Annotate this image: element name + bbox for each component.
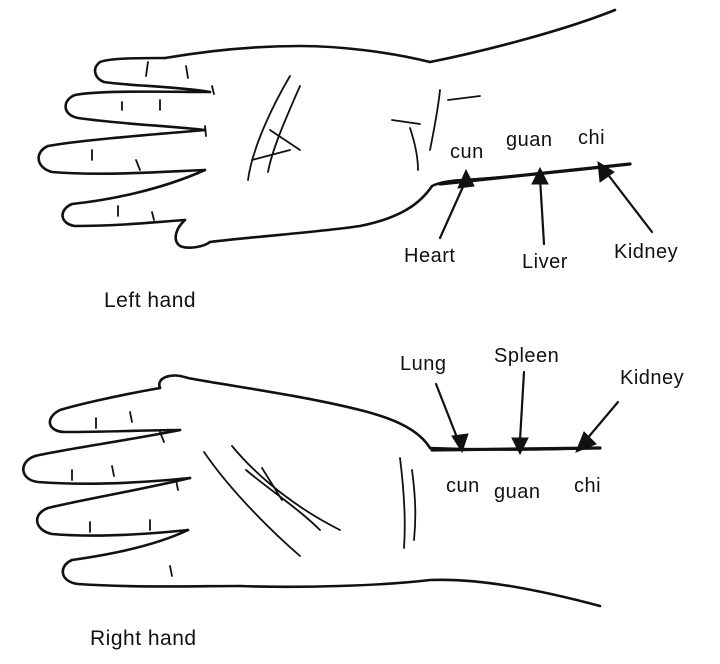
left-heart-label: Heart [404, 245, 456, 267]
right-middle-finger [22, 428, 192, 485]
left-index-finger [93, 56, 212, 94]
right-spleen-arrowhead [511, 437, 529, 456]
left-little-finger [61, 168, 207, 228]
right-lung-arrowhead [451, 433, 469, 454]
left-heart-pointer [438, 178, 468, 240]
left-crease-10 [151, 211, 155, 221]
left-kidney-pointer [604, 170, 654, 234]
left-tendon-2 [267, 85, 301, 173]
left-cun-label: cun [450, 141, 484, 163]
left-wrist-bone-1 [429, 89, 441, 151]
right-index-finger [48, 386, 182, 434]
right-palm-line-4 [261, 467, 283, 501]
right-kidney-label: Kidney [620, 367, 685, 389]
right-wrist-bone-1 [399, 457, 406, 549]
right-pointers [434, 370, 620, 456]
left-hand-lower-edge [208, 178, 467, 244]
left-liver-arrowhead [531, 166, 549, 185]
right-spleen-label: Spleen [494, 345, 560, 367]
right-thumb [158, 374, 432, 450]
left-middle-finger [64, 90, 212, 132]
right-hand-drawing [22, 374, 602, 608]
right-hand-lower-edge [238, 578, 602, 608]
right-crease-9 [169, 565, 173, 577]
right-little-finger [61, 528, 242, 588]
left-tendon-4 [251, 149, 291, 161]
left-crease-6 [204, 125, 207, 137]
left-crease-2 [185, 65, 189, 79]
right-chi-label: chi [574, 475, 602, 497]
right-palm-line-2 [231, 445, 341, 531]
right-guan-label: guan [494, 481, 541, 503]
right-palm-line-3 [245, 469, 321, 531]
right-crease-2 [129, 411, 133, 423]
right-kidney-pointer [584, 400, 620, 442]
left-chi-label: chi [578, 127, 606, 149]
left-kidney-label: Kidney [614, 241, 679, 263]
left-thumb [174, 218, 212, 249]
left-ring-finger [37, 128, 207, 176]
right-kidney-arrowhead [575, 431, 597, 453]
left-wrist-mark-1 [447, 95, 481, 101]
right-crease-6 [175, 479, 179, 491]
left-liver-pointer [538, 176, 546, 246]
left-guan-label: guan [506, 129, 553, 151]
left-forearm-upper-edge [428, 8, 617, 64]
left-crease-3 [211, 85, 215, 95]
right-lung-label: Lung [400, 353, 447, 375]
right-ring-finger [35, 476, 192, 537]
left-wrist-bone-2 [409, 127, 419, 171]
left-crease-1 [145, 61, 149, 77]
left-tendon-1 [247, 75, 291, 181]
left-pointers [438, 161, 654, 246]
right-hand-caption: Right hand [90, 627, 197, 650]
left-tendon-3 [269, 129, 301, 151]
right-palm-line-1 [203, 451, 301, 557]
right-crease-5 [111, 465, 115, 477]
right-pulse-line [430, 446, 602, 452]
left-hand-drawing [37, 8, 632, 249]
left-heart-arrowhead [457, 168, 475, 189]
right-wrist-bone-2 [411, 469, 417, 541]
left-hand-caption: Left hand [104, 289, 197, 312]
right-lung-pointer [434, 382, 460, 442]
right-crease-3 [159, 431, 165, 443]
right-spleen-pointer [518, 370, 526, 442]
left-wrist-mark-2 [391, 119, 421, 125]
left-kidney-arrowhead [597, 161, 615, 183]
left-crease-8 [135, 159, 141, 171]
left-hand-top-edge [163, 44, 432, 64]
right-cun-label: cun [446, 475, 480, 497]
left-liver-label: Liver [522, 251, 568, 273]
